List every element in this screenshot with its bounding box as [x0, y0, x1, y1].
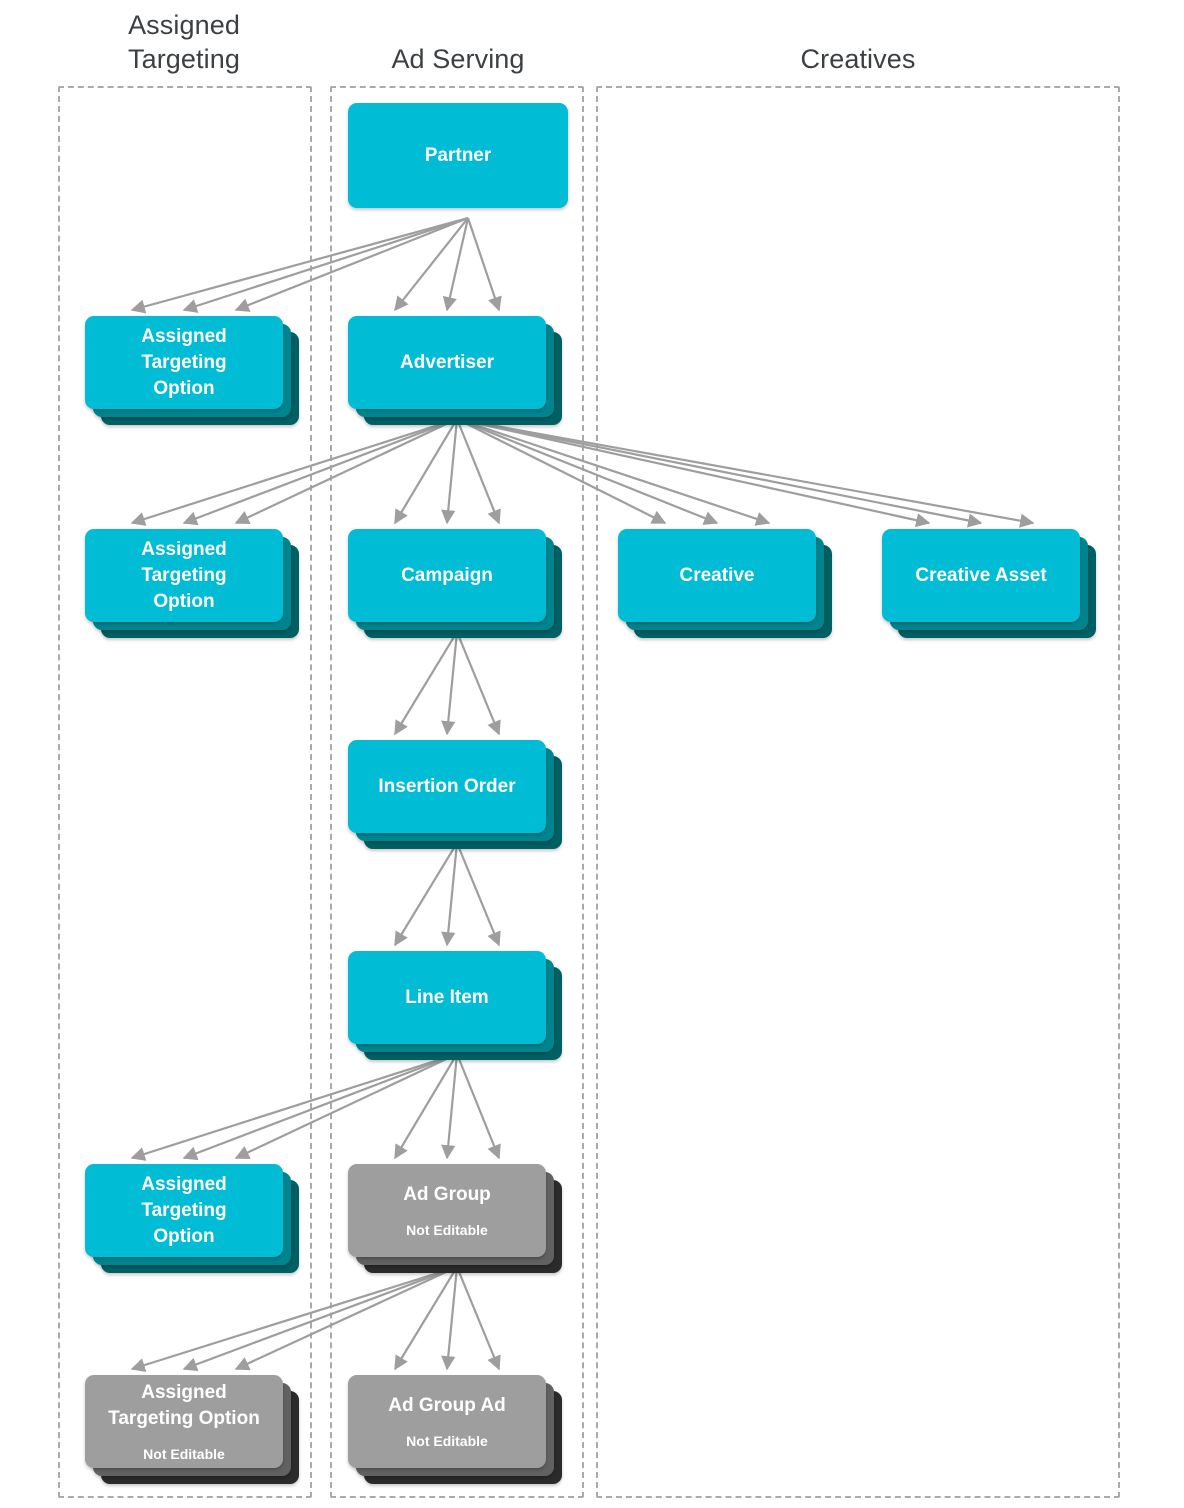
node-assigned-targeting-option-advertiser-label: Assigned Targeting Option [141, 538, 227, 612]
node-creative-asset-label: Creative Asset [915, 564, 1047, 586]
node-creative-asset-card[interactable]: Creative Asset [882, 529, 1080, 622]
node-campaign-card[interactable]: Campaign [348, 529, 546, 622]
node-partner[interactable]: Partner [348, 103, 568, 208]
node-advertiser-label: Advertiser [400, 351, 494, 373]
group-container-creatives [596, 86, 1120, 1498]
node-ad-group-ad[interactable]: Ad Group Ad Not Editable [348, 1375, 562, 1484]
node-line-item[interactable]: Line Item [348, 951, 562, 1060]
node-ad-group-label: Ad Group [403, 1184, 491, 1205]
node-assigned-targeting-option-ad-group-label: Assigned Targeting Option [108, 1382, 260, 1429]
node-ad-group-ad-card[interactable]: Ad Group Ad Not Editable [348, 1375, 546, 1468]
node-assigned-targeting-option-line-item[interactable]: Assigned Targeting Option [85, 1164, 299, 1273]
node-assigned-targeting-option-line-item-label: Assigned Targeting Option [141, 1173, 227, 1247]
node-insertion-order-card[interactable]: Insertion Order [348, 740, 546, 833]
node-assigned-targeting-option-ad-group-status: Not Editable [143, 1446, 225, 1462]
node-assigned-targeting-option-advertiser[interactable]: Assigned Targeting Option [85, 529, 299, 638]
node-assigned-targeting-option-partner[interactable]: Assigned Targeting Option [85, 316, 299, 425]
group-container-ad-serving [330, 86, 584, 1498]
node-advertiser-card[interactable]: Advertiser [348, 316, 546, 409]
node-line-item-card[interactable]: Line Item [348, 951, 546, 1044]
node-campaign-label: Campaign [401, 564, 493, 586]
node-assigned-targeting-option-ad-group[interactable]: Assigned Targeting Option Not Editable [85, 1375, 299, 1484]
node-assigned-targeting-option-partner-card[interactable]: Assigned Targeting Option [85, 316, 283, 409]
column-title-ad-serving: Ad Serving [391, 44, 525, 74]
node-partner-card[interactable]: Partner [348, 103, 568, 208]
node-partner-label: Partner [424, 144, 492, 166]
node-ad-group-ad-label: Ad Group Ad [388, 1395, 506, 1416]
node-assigned-targeting-option-ad-group-card[interactable]: Assigned Targeting Option Not Editable [85, 1375, 283, 1468]
node-creative-asset[interactable]: Creative Asset [882, 529, 1096, 638]
node-assigned-targeting-option-line-item-card[interactable]: Assigned Targeting Option [85, 1164, 283, 1257]
node-assigned-targeting-option-advertiser-card[interactable]: Assigned Targeting Option [85, 529, 283, 622]
node-advertiser[interactable]: Advertiser [348, 316, 562, 425]
column-title-creatives: Creatives [800, 44, 916, 74]
node-campaign[interactable]: Campaign [348, 529, 562, 638]
node-ad-group[interactable]: Ad Group Not Editable [348, 1164, 562, 1273]
node-ad-group-status: Not Editable [406, 1222, 488, 1238]
node-creative-card[interactable]: Creative [618, 529, 816, 622]
node-creative-label: Creative [679, 564, 755, 586]
node-line-item-label: Line Item [405, 986, 489, 1008]
group-container-assigned-targeting [58, 86, 312, 1498]
node-insertion-order-label: Insertion Order [378, 775, 516, 797]
node-assigned-targeting-option-partner-label: Assigned Targeting Option [141, 325, 227, 399]
node-ad-group-card[interactable]: Ad Group Not Editable [348, 1164, 546, 1257]
node-insertion-order[interactable]: Insertion Order [348, 740, 562, 849]
column-title-assigned-targeting: Assigned Targeting [128, 10, 240, 74]
node-ad-group-ad-status: Not Editable [406, 1433, 488, 1449]
node-creative[interactable]: Creative [618, 529, 832, 638]
